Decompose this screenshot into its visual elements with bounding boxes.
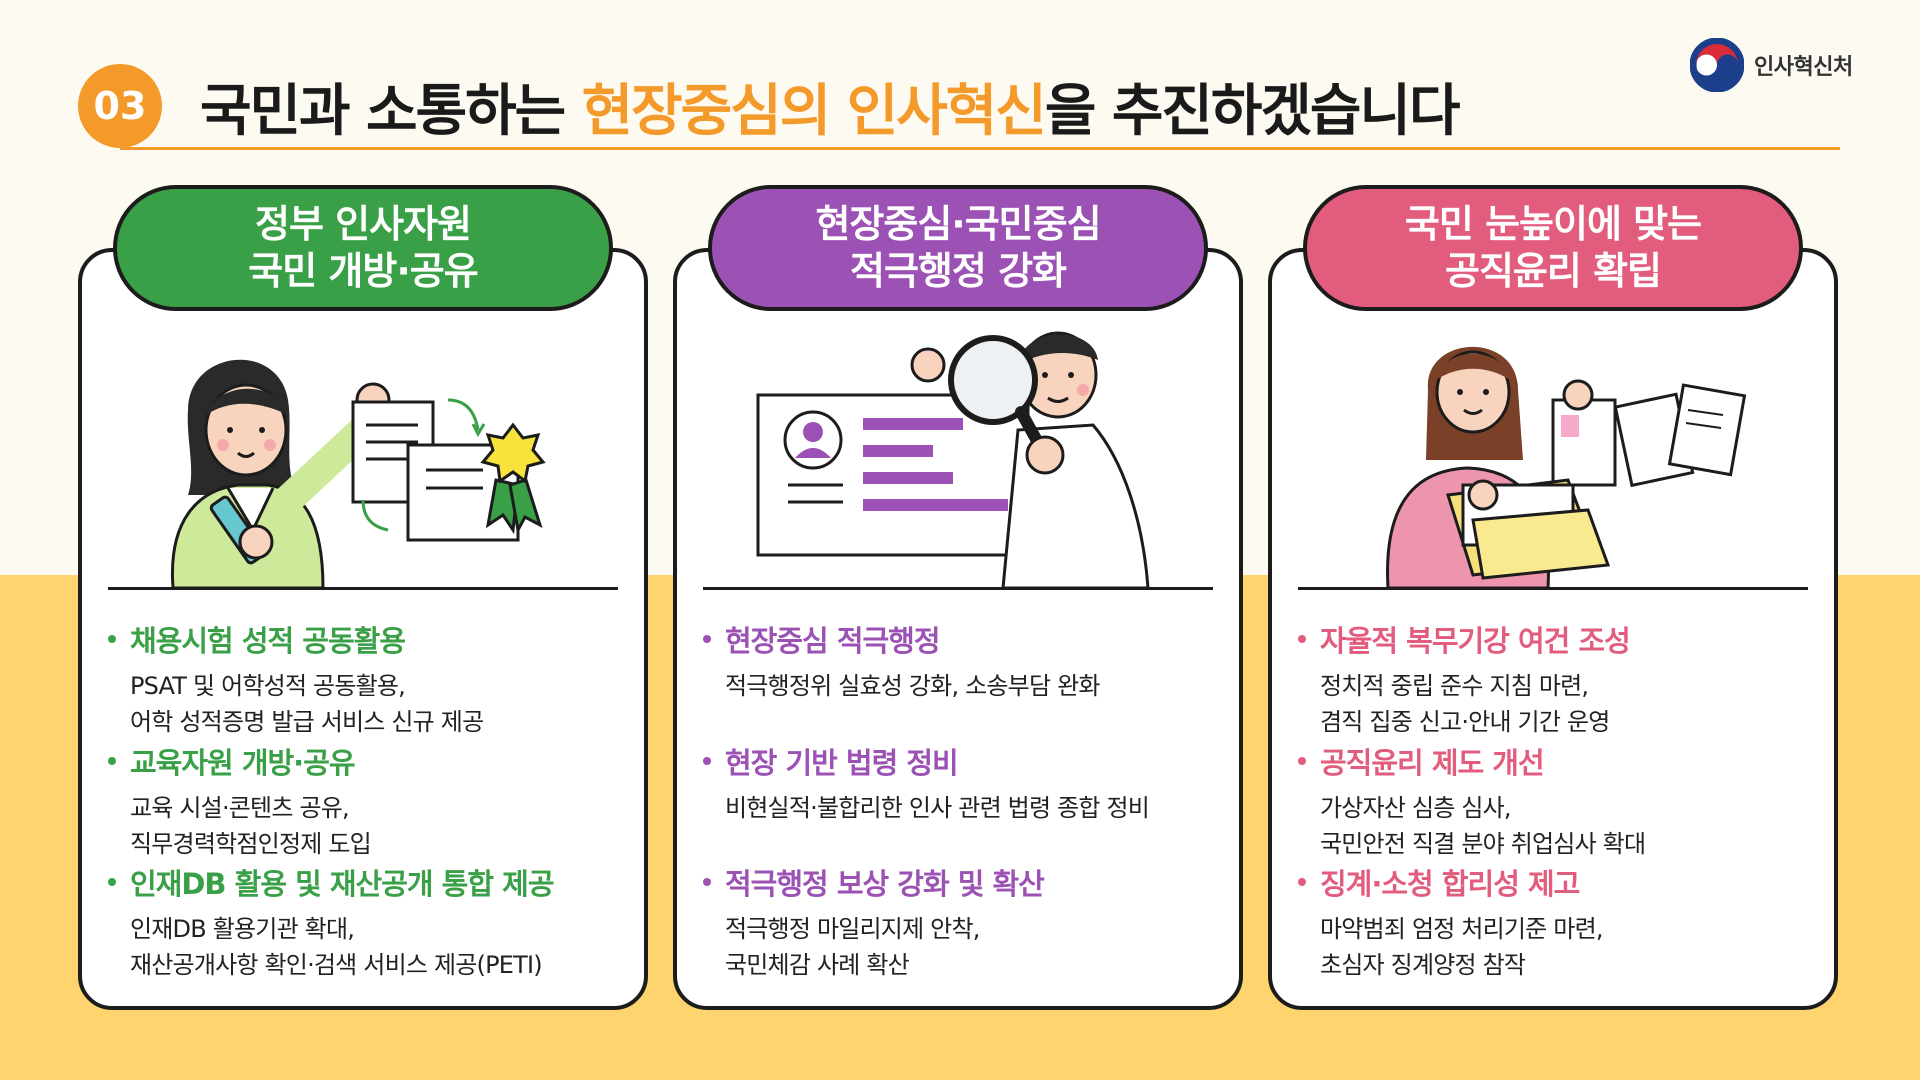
bullet-icon: [108, 878, 116, 886]
list-item: 현장중심 적극행정 적극행정위 실효성 강화, 소송부담 완화: [703, 618, 1213, 704]
list-item: 인재DB 활용 및 재산공개 통합 제공 인재DB 활용기관 확대, 재산공개사항…: [108, 861, 618, 983]
card-1-tab: 정부 인사자원 국민 개방·공유: [113, 185, 613, 311]
list-item: 징계·소청 합리성 제고 마약범죄 엄정 처리기준 마련, 초심자 징계양정 참작: [1298, 861, 1808, 983]
card-2-tab-line-1: 현장중심·국민중심: [815, 201, 1101, 246]
taegeuk-emblem-icon: [1690, 38, 1744, 92]
header-rule: [120, 147, 1840, 150]
item-desc-line: 국민안전 직결 분야 취업심사 확대: [1320, 830, 1646, 858]
list-item: 교육자원 개방·공유 교육 시설·콘텐츠 공유, 직무경력학점인정제 도입: [108, 740, 618, 862]
agency-name: 인사혁신처: [1754, 55, 1853, 80]
list-item: 현장 기반 법령 정비 비현실적·불합리한 인사 관련 법령 종합 정비: [703, 740, 1213, 826]
item-desc-line: 적극행정 마일리지제 안착,: [725, 915, 980, 943]
bullet-icon: [1298, 757, 1306, 765]
page-title: 국민과 소통하는 현장중심의 인사혁신을 추진하겠습니다: [200, 66, 1461, 147]
man-with-magnifier-illustration: [756, 331, 1150, 590]
card-1-tab-line-1: 정부 인사자원: [255, 201, 472, 246]
item-desc-line: 겸직 집중 신고·안내 기간 운영: [1320, 708, 1610, 736]
title-part-2: 을 추진하겠습니다: [1044, 79, 1461, 144]
item-desc-line: 국민체감 사례 확산: [725, 951, 910, 979]
bullet-icon: [108, 635, 116, 643]
item-desc-line: 교육 시설·콘텐츠 공유,: [130, 794, 350, 822]
bullet-icon: [1298, 878, 1306, 886]
card-3-tab-line-2: 공직윤리 확립: [1445, 249, 1662, 293]
agency-logo: 인사혁신처: [1690, 38, 1853, 92]
item-title: 인재DB 활용 및 재산공개 통합 제공: [130, 867, 554, 901]
item-title: 자율적 복무기강 여건 조성: [1320, 624, 1631, 658]
list-item: 자율적 복무기강 여건 조성 정치적 중립 준수 지침 마련, 겸직 집중 신고·…: [1298, 618, 1808, 740]
item-title: 채용시험 성적 공동활용: [130, 624, 406, 658]
item-title: 공직윤리 제도 개선: [1320, 746, 1545, 780]
woman-sharing-documents-illustration: [170, 359, 546, 590]
title-highlight: 현장중심의 인사혁신: [581, 79, 1047, 144]
bullet-icon: [1298, 635, 1306, 643]
card-2-divider: [703, 587, 1213, 590]
section-number-badge: 03: [78, 64, 162, 148]
item-title: 징계·소청 합리성 제고: [1320, 867, 1580, 901]
card-public-ethics: [1268, 248, 1838, 1010]
item-title: 현장중심 적극행정: [725, 624, 941, 658]
item-desc-line: 비현실적·불합리한 인사 관련 법령 종합 정비: [725, 794, 1150, 822]
item-desc-line: 인재DB 활용기관 확대,: [130, 915, 355, 943]
bullet-icon: [703, 757, 711, 765]
list-item: 채용시험 성적 공동활용 PSAT 및 어학성적 공동활용, 어학 성적증명 발급…: [108, 618, 618, 740]
item-desc-line: 직무경력학점인정제 도입: [130, 830, 372, 858]
bullet-icon: [703, 878, 711, 886]
card-2-tab: 현장중심·국민중심 적극행정 강화: [708, 185, 1208, 311]
card-3-tab-line-1: 국민 눈높이에 맞는: [1404, 201, 1702, 246]
title-part-1: 국민과 소통하는: [200, 79, 582, 144]
item-desc-line: 어학 성적증명 발급 서비스 신규 제공: [130, 708, 484, 736]
item-title: 교육자원 개방·공유: [130, 746, 356, 780]
item-desc-line: 적극행정위 실효성 강화, 소송부담 완화: [725, 672, 1100, 700]
item-desc-line: 마약범죄 엄정 처리기준 마련,: [1320, 915, 1603, 943]
card-1-tab-line-2: 국민 개방·공유: [248, 249, 478, 293]
item-desc-line: 재산공개사항 확인·검색 서비스 제공(PETI): [130, 951, 543, 979]
bullet-icon: [108, 757, 116, 765]
item-desc-line: 정치적 중립 준수 지침 마련,: [1320, 672, 1589, 700]
item-title: 현장 기반 법령 정비: [725, 746, 959, 780]
card-3-tab: 국민 눈높이에 맞는 공직윤리 확립: [1303, 185, 1803, 311]
card-3-divider: [1298, 587, 1808, 590]
woman-with-folder-illustration: [1386, 346, 1747, 590]
item-desc-line: 가상자산 심층 심사,: [1320, 794, 1512, 822]
list-item: 공직윤리 제도 개선 가상자산 심층 심사, 국민안전 직결 분야 취업심사 확대: [1298, 740, 1808, 862]
item-title: 적극행정 보상 강화 및 확산: [725, 867, 1045, 901]
bullet-icon: [703, 635, 711, 643]
card-2-tab-line-2: 적극행정 강화: [850, 249, 1067, 293]
item-desc-line: PSAT 및 어학성적 공동활용,: [130, 672, 406, 700]
card-open-resources: [78, 248, 648, 1010]
item-desc-line: 초심자 징계양정 참작: [1320, 951, 1526, 979]
card-1-divider: [108, 587, 618, 590]
list-item: 적극행정 보상 강화 및 확산 적극행정 마일리지제 안착, 국민체감 사례 확산: [703, 861, 1213, 983]
